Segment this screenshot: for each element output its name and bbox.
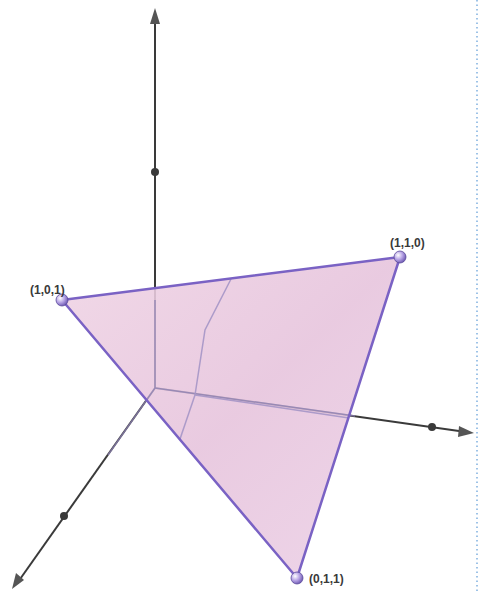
- plane-triangle: [62, 257, 400, 578]
- vertex-label: (1,0,1): [30, 283, 65, 297]
- triangle-outline: [62, 257, 400, 578]
- axis-arrowheads: [12, 8, 474, 589]
- vertex-balls: [56, 251, 406, 584]
- vertex-label: (0,1,1): [309, 572, 344, 586]
- inner-lines: [108, 279, 355, 455]
- page-border: [476, 0, 478, 593]
- axes: [18, 22, 466, 582]
- vertex-label: (1,1,0): [390, 236, 425, 250]
